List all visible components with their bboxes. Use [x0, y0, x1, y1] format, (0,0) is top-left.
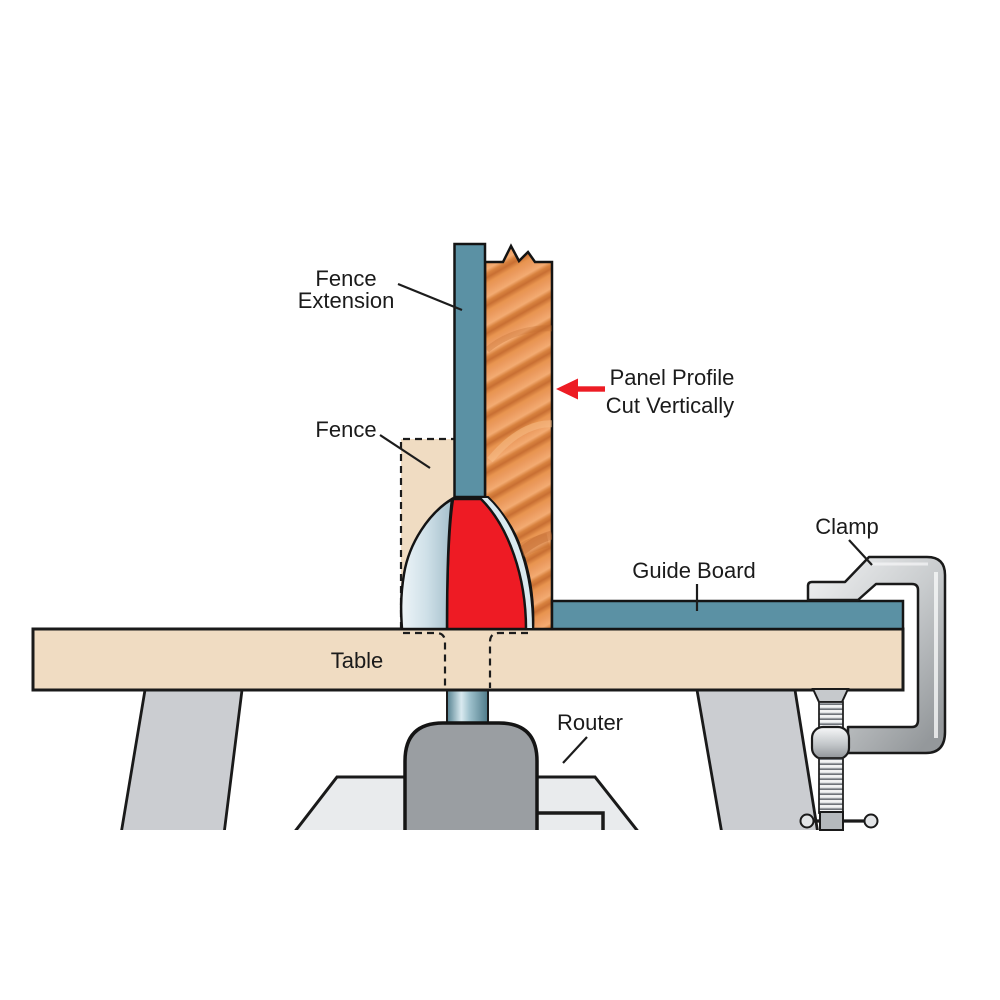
clamp-screw-threads-upper [818, 701, 844, 729]
label-panel-profile-line2: Cut Vertically [606, 393, 734, 418]
clamp-tommy-bar-ball-right [863, 813, 879, 829]
table-leg-right [695, 688, 819, 830]
label-panel-profile-line1: Panel Profile [610, 365, 735, 390]
label-fence-extension-line2: Extension [298, 288, 395, 313]
fence-extension-pointer-line [397, 282, 463, 312]
fence-extension-board [453, 242, 487, 499]
label-fence: Fence [315, 417, 376, 442]
clamp-tommy-bar-ball-left [799, 813, 815, 829]
label-guide-board: Guide Board [632, 558, 756, 583]
table-bit-hole-outline-right [488, 631, 528, 688]
fence-pointer-line [379, 434, 431, 469]
table-top [31, 627, 905, 692]
router-body [403, 721, 539, 830]
label-table: Table [331, 648, 384, 673]
router-bit-front-wing [399, 496, 454, 631]
clamp-screw-press-pad [811, 688, 850, 703]
panel-profile-arrow [556, 378, 605, 400]
label-router: Router [557, 710, 623, 735]
clamp-frame [806, 555, 947, 755]
label-fence-extension-line1: Fence [315, 266, 376, 291]
label-clamp: Clamp [815, 514, 879, 539]
clamp [799, 555, 947, 831]
router-pointer-line [562, 736, 588, 764]
clamp-screw-threads-lower [818, 757, 844, 814]
clamp-screw-knuckle [810, 725, 851, 761]
table-leg-left [120, 688, 244, 830]
clamp-tommy-bar-block [819, 811, 844, 831]
guide-board [550, 599, 905, 631]
table-bit-hole-outline-left [403, 631, 447, 688]
router-bit-shank [446, 688, 489, 724]
clamp-pointer-line [848, 539, 873, 566]
